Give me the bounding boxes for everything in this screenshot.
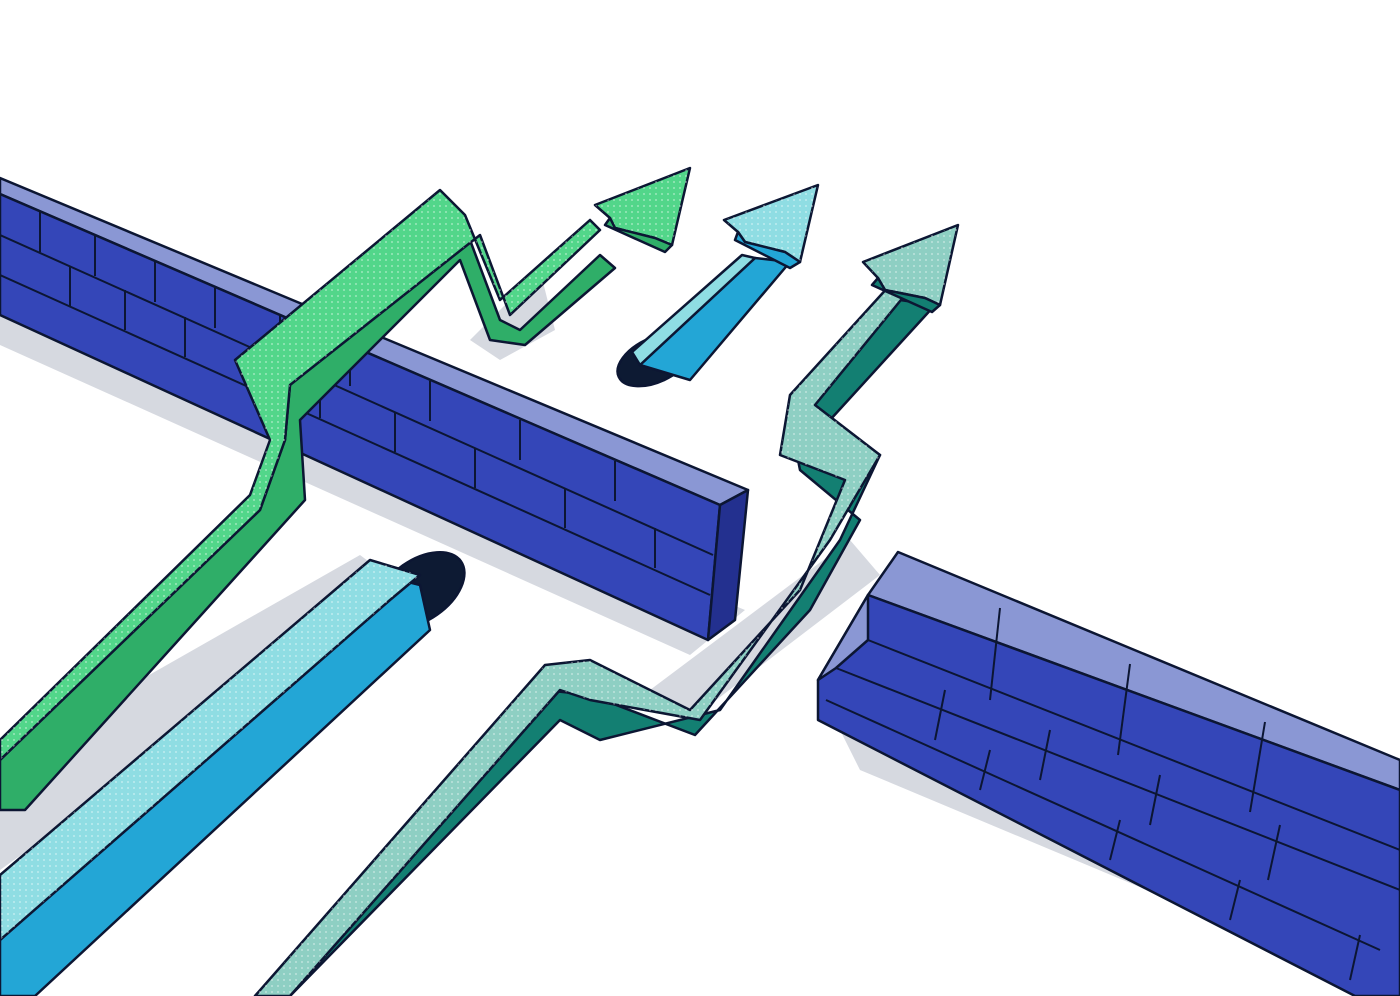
right-wall-mortar (825, 607, 1400, 981)
green-arrow-over-wall (0, 166, 692, 812)
left-wall-mortar (0, 194, 714, 596)
right-brick-wall (816, 550, 1400, 996)
blue-arrow-under-wall (0, 183, 820, 996)
left-wall-end (706, 488, 750, 642)
blue-arrow-exit-shaft (638, 256, 792, 382)
teal-arrow-through-gap (253, 223, 960, 996)
